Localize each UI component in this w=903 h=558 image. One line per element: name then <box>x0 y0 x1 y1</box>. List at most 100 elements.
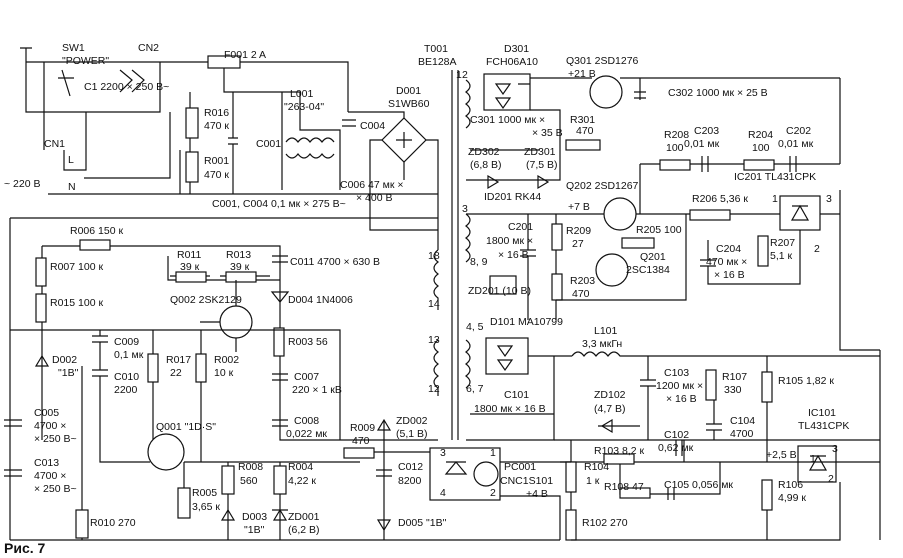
label-zd002: ZD002 <box>396 415 428 427</box>
label-r009: R009 <box>350 422 375 434</box>
transistor-q001 <box>147 433 185 471</box>
transformer-t001 <box>433 70 471 440</box>
label-r104: R104 <box>584 461 609 473</box>
label-d002v: "1B" <box>58 367 79 379</box>
label-pin3c: 3 <box>832 443 838 455</box>
label-zd302v: (6,8 B) <box>470 159 502 171</box>
label-r004: R004 <box>288 461 313 473</box>
label-c102v: 0,62 мк <box>658 442 694 454</box>
label-f001: F001 2 A <box>224 49 266 61</box>
resistor-r013 <box>225 271 257 283</box>
capacitor-c004 <box>342 119 356 127</box>
label-pin1b: 1 <box>772 193 778 205</box>
label-r204v: 100 <box>752 142 770 154</box>
label-p67: 6, 7 <box>466 383 484 395</box>
label-c105: R108 47 <box>604 481 644 493</box>
resistor-r007 <box>35 257 47 287</box>
label-t001v: BE128A <box>418 56 457 68</box>
label-c104v: 4700 <box>730 428 754 440</box>
choke-l001 <box>285 137 335 159</box>
label-l001v: "263-04" <box>284 101 324 113</box>
label-zd102v: (4,7 B) <box>594 403 626 415</box>
label-r005v: 3,65 к <box>192 501 220 513</box>
optocoupler-pc001 <box>429 447 501 501</box>
transistor-q201 <box>595 253 629 287</box>
transistor-q301 <box>589 75 623 109</box>
label-c001c004: C001, C004 0,1 мк × 275 B~ <box>212 198 346 210</box>
label-p13: 13 <box>428 334 440 346</box>
ic101-regulator <box>797 445 837 483</box>
label-zd001v: (6,2 B) <box>288 524 320 536</box>
label-zd201: ZD201 (10 B) <box>468 285 531 297</box>
label-r106v: 4,99 к <box>778 492 806 504</box>
label-zd102: ZD102 <box>594 389 626 401</box>
label-c203: C203 <box>694 125 719 137</box>
label-d201: ID201 RK44 <box>484 191 541 203</box>
label-c103: C103 <box>664 367 689 379</box>
label-r003: R003 56 <box>288 336 328 348</box>
label-r002: R002 <box>214 354 239 366</box>
label-ac: ~ 220 B <box>4 178 41 190</box>
label-c008v: 0,022 мк <box>286 428 327 440</box>
label-r011: R011 <box>177 249 201 261</box>
label-r008: R008 <box>238 461 263 473</box>
capacitor-c001 <box>228 92 238 194</box>
label-c010v: 2200 <box>114 384 138 396</box>
resistor-r008 <box>221 465 235 495</box>
zener-zd201 <box>489 275 517 295</box>
label-c013v2: × 250 B~ <box>34 483 77 495</box>
label-l101v: 3,3 мкГн <box>582 338 622 350</box>
capacitor-c104 <box>706 400 722 440</box>
resistor-r006 <box>79 239 111 251</box>
label-c012: C012 <box>398 461 423 473</box>
label-q202: Q202 2SD1267 <box>566 180 639 192</box>
label-r107v: 330 <box>724 384 742 396</box>
diode-d003 <box>220 508 236 521</box>
figure-label: Рис. 7 <box>4 540 46 556</box>
capacitor-c302 <box>634 91 646 99</box>
label-d301v: FCH06A10 <box>486 56 538 68</box>
label-r208: R208 <box>664 129 689 141</box>
label-c006v: × 400 B <box>356 192 393 204</box>
label-c103v2: × 16 B <box>666 393 697 405</box>
label-r105: R105 1,82 к <box>778 375 834 387</box>
label-c007v: 220 × 1 кB <box>292 384 342 396</box>
label-r009v: 470 <box>352 435 370 447</box>
diode-d005 <box>376 519 392 532</box>
resistor-r204 <box>743 159 775 171</box>
label-sw1_name: "POWER" <box>62 55 109 67</box>
label-c006: C006 47 мк × <box>340 179 403 191</box>
label-c201: C201 <box>508 221 533 233</box>
label-r007: R007 100 к <box>50 261 103 273</box>
capacitor-c010 <box>92 342 150 463</box>
label-sw1: SW1 <box>62 42 85 54</box>
label-c105b: C105 0,056 мк <box>664 479 733 491</box>
resistor-r004 <box>273 465 287 495</box>
label-r011v: 39 к <box>180 261 200 273</box>
label-r102: R102 270 <box>582 517 628 529</box>
label-pin1a: 1 <box>490 447 496 459</box>
label-r017v: 22 <box>170 367 182 379</box>
label-r016: R016 <box>204 107 229 119</box>
label-c301: C301 1000 мк × <box>470 114 545 126</box>
label-r001: R001 <box>204 155 229 167</box>
label-p4: +4 B <box>526 488 548 500</box>
capacitor-c103 <box>640 356 656 440</box>
resistor-r016 <box>185 107 199 139</box>
resistor-r009 <box>343 447 375 459</box>
label-pin1c: 1 <box>810 453 816 465</box>
label-r207v: 5,1 к <box>770 250 793 262</box>
label-c201v2: × 16 B <box>498 249 529 261</box>
label-p18: 18 <box>428 250 440 262</box>
resistor-r208 <box>659 159 691 171</box>
label-c204v: 470 мк × <box>706 256 747 268</box>
label-p45: 4, 5 <box>466 321 484 333</box>
label-zd301v: (7,5 B) <box>526 159 558 171</box>
label-c301v: × 35 B <box>532 127 563 139</box>
diode-d004 <box>270 291 290 303</box>
label-d005: D005 "1B" <box>398 517 447 529</box>
label-c202: C202 <box>786 125 811 137</box>
label-c101v: 1800 мк × 16 B <box>474 403 546 415</box>
